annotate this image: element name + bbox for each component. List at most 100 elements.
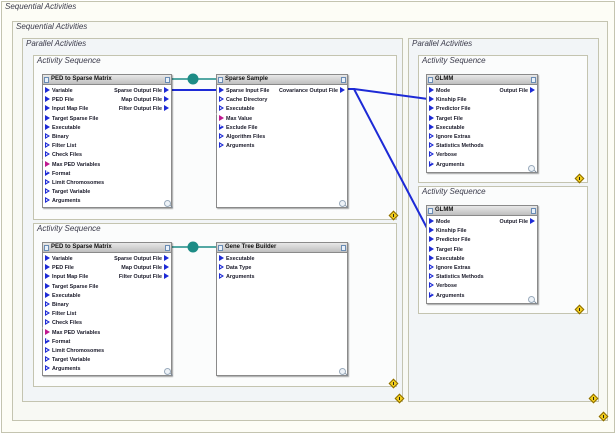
input-port[interactable]: Executable xyxy=(45,291,80,300)
input-port[interactable]: Predictor File xyxy=(429,236,470,244)
node-header[interactable]: Sparse Sample xyxy=(217,75,347,85)
input-port[interactable]: Filter List xyxy=(45,142,76,150)
input-port[interactable]: Ignore Extras xyxy=(429,264,470,272)
output-port[interactable]: Map Output File xyxy=(121,96,169,104)
input-port[interactable]: Kinship File xyxy=(429,227,467,235)
input-port[interactable]: Arguments xyxy=(45,365,80,373)
input-port[interactable]: Binary xyxy=(45,301,69,309)
input-port[interactable]: Arguments xyxy=(429,291,464,300)
input-port[interactable]: Target Sparse File xyxy=(45,282,98,291)
magnifier-icon[interactable] xyxy=(528,165,535,172)
input-port[interactable]: Algorithm Files xyxy=(219,133,265,141)
left-connector-icon[interactable] xyxy=(428,208,433,214)
output-port[interactable]: Sparse Output File xyxy=(114,255,169,263)
node-header[interactable]: GLMM xyxy=(427,75,537,85)
input-port[interactable]: Arguments xyxy=(219,142,254,150)
input-port[interactable]: Mode xyxy=(429,218,450,226)
input-port[interactable]: Arguments xyxy=(429,160,464,169)
wire-covariance-to-kinship-1[interactable] xyxy=(348,88,429,100)
magnifier-icon[interactable] xyxy=(164,368,171,375)
input-port[interactable]: Executable xyxy=(45,123,80,132)
input-port[interactable]: Arguments xyxy=(45,197,80,205)
output-port[interactable]: Output File xyxy=(500,218,535,226)
input-port[interactable]: Executable xyxy=(429,254,464,263)
input-port[interactable]: Check Files xyxy=(45,319,82,327)
input-port[interactable]: PED File xyxy=(45,96,74,104)
input-port[interactable]: Filter List xyxy=(45,310,76,318)
output-port[interactable]: Filter Output File xyxy=(119,105,169,113)
input-port[interactable]: Limit Chromosomes xyxy=(45,347,104,355)
input-port[interactable]: Binary xyxy=(45,133,69,141)
input-port[interactable]: Format xyxy=(45,337,70,346)
input-port[interactable]: Target Variable xyxy=(45,188,90,196)
right-connector-icon[interactable] xyxy=(341,77,346,83)
input-port[interactable]: Executable xyxy=(219,105,254,113)
input-port[interactable]: Limit Chromosomes xyxy=(45,179,104,187)
input-port[interactable]: Cache Directory xyxy=(219,96,267,104)
input-port[interactable]: Input Map File xyxy=(45,273,88,281)
output-port[interactable]: Sparse Output File xyxy=(114,87,169,95)
input-port[interactable]: Executable xyxy=(429,123,464,132)
input-port[interactable]: Statistics Methods xyxy=(429,273,484,281)
input-port[interactable]: Verbose xyxy=(429,151,457,159)
input-port[interactable]: Mode xyxy=(429,87,450,95)
left-connector-icon[interactable] xyxy=(44,245,49,251)
input-port[interactable]: Ignore Extras xyxy=(429,133,470,141)
left-connector-icon[interactable] xyxy=(218,245,223,251)
input-port[interactable]: Statistics Methods xyxy=(429,142,484,150)
input-port[interactable]: Variable xyxy=(45,87,73,95)
input-port[interactable]: Executable xyxy=(219,255,254,263)
input-port[interactable]: Kinship File xyxy=(429,96,467,104)
right-connector-icon[interactable] xyxy=(531,208,536,214)
input-port[interactable]: Arguments xyxy=(219,273,254,281)
right-connector-icon[interactable] xyxy=(165,77,170,83)
control-connector-2[interactable] xyxy=(187,241,199,253)
input-port[interactable]: Format xyxy=(45,169,70,178)
node-header[interactable]: Gene Tree Builder xyxy=(217,243,347,253)
right-connector-icon[interactable] xyxy=(165,245,170,251)
output-port[interactable]: Output File xyxy=(500,87,535,95)
node-header[interactable]: GLMM xyxy=(427,206,537,216)
input-port[interactable]: Max PED Variables xyxy=(45,160,100,169)
magnifier-icon[interactable] xyxy=(528,296,535,303)
input-port[interactable]: Target Variable xyxy=(45,356,90,364)
magnifier-icon[interactable] xyxy=(339,368,346,375)
output-port[interactable]: Covariance Output File xyxy=(279,87,345,95)
input-port[interactable]: Variable xyxy=(45,255,73,263)
input-port[interactable]: Target File xyxy=(429,114,463,123)
input-port[interactable]: Sparse Input File xyxy=(219,87,269,95)
node-header[interactable]: PED to Sparse Matrix xyxy=(43,75,171,85)
input-port[interactable]: PED File xyxy=(45,264,74,272)
left-connector-icon[interactable] xyxy=(428,77,433,83)
magnifier-icon[interactable] xyxy=(164,200,171,207)
right-connector-icon[interactable] xyxy=(531,77,536,83)
wire-covariance-to-kinship-2[interactable] xyxy=(348,88,429,231)
input-port[interactable]: Target File xyxy=(429,245,463,254)
node-header[interactable]: PED to Sparse Matrix xyxy=(43,243,171,253)
input-port[interactable]: Check Files xyxy=(45,151,82,159)
output-port[interactable]: Filter Output File xyxy=(119,273,169,281)
input-port[interactable]: Target Sparse File xyxy=(45,114,98,123)
input-port[interactable]: Input Map File xyxy=(45,105,88,113)
input-port[interactable]: Exclude File xyxy=(219,123,257,132)
input-port[interactable]: Verbose xyxy=(429,282,457,290)
control-connector-1[interactable] xyxy=(187,73,199,85)
input-port[interactable]: Data Type xyxy=(219,264,251,272)
right-connector-icon[interactable] xyxy=(341,245,346,251)
port-arrow-icon xyxy=(45,347,50,353)
output-port[interactable]: Map Output File xyxy=(121,264,169,272)
left-connector-icon[interactable] xyxy=(44,77,49,83)
port-arrow-icon xyxy=(219,123,224,130)
magnifier-icon[interactable] xyxy=(339,200,346,207)
input-port[interactable]: Predictor File xyxy=(429,105,470,113)
port-arrow-icon xyxy=(429,227,434,234)
input-port[interactable]: Max PED Variables xyxy=(45,328,100,337)
left-connector-icon[interactable] xyxy=(218,77,223,83)
input-port[interactable]: Max Value xyxy=(219,114,252,123)
